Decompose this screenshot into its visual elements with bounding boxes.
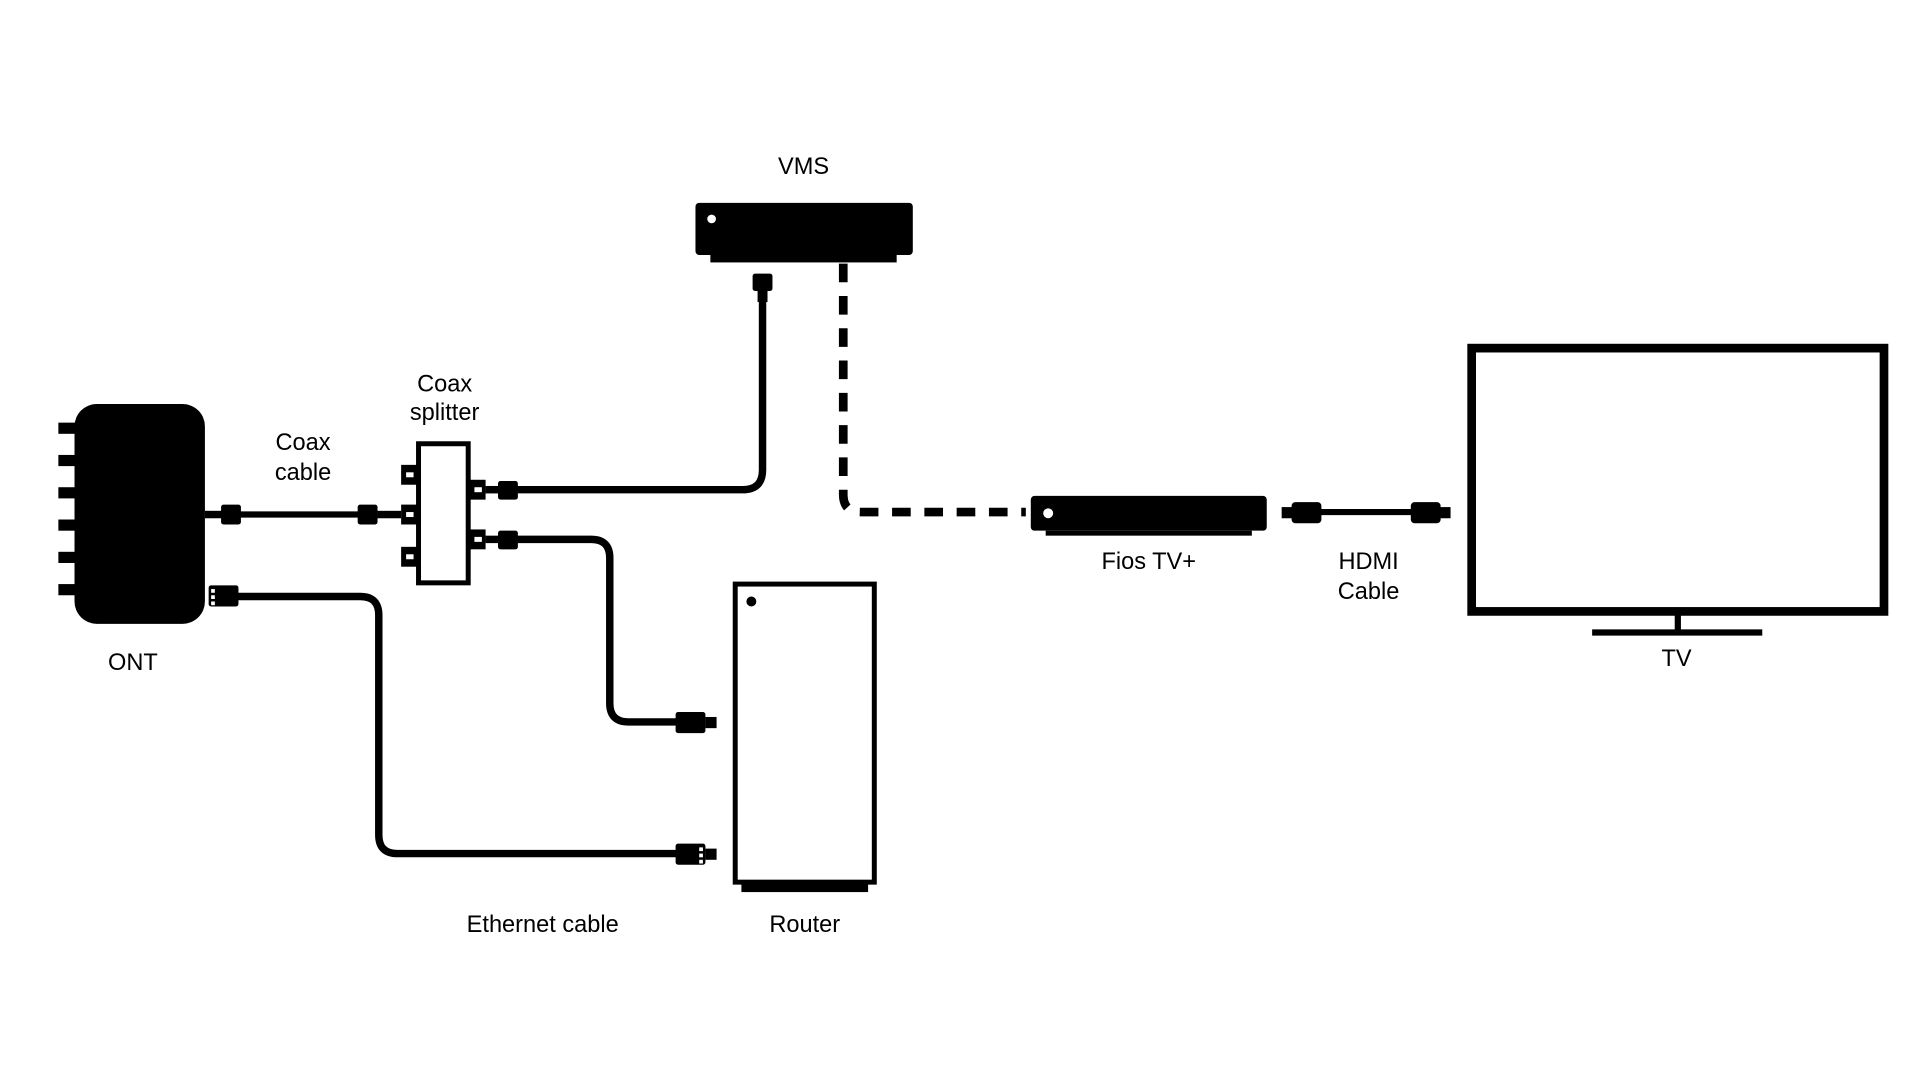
tv-screen bbox=[1467, 343, 1889, 616]
ont-fin bbox=[58, 519, 79, 531]
splitter-port-slot bbox=[406, 472, 414, 478]
hdmi-label-line2: Cable bbox=[1338, 578, 1400, 604]
ont-body bbox=[74, 404, 205, 624]
coax-connector bbox=[357, 504, 378, 525]
router-device bbox=[732, 581, 877, 893]
ethernet-connector bbox=[675, 843, 706, 865]
coax-cable-label-line1: Coax bbox=[276, 429, 331, 455]
coax-connector-pin bbox=[757, 290, 768, 303]
fios-tv-label: Fios TV+ bbox=[1101, 548, 1196, 574]
cable-splitter-vms bbox=[485, 273, 773, 500]
tv-label: TV bbox=[1662, 645, 1692, 671]
hdmi-connector-tip bbox=[1281, 507, 1295, 519]
splitter-body bbox=[416, 441, 471, 586]
dashed-cable-vms-fiostv bbox=[838, 263, 1026, 517]
coax-connector bbox=[221, 504, 241, 525]
ethernet-cable-line bbox=[232, 592, 680, 858]
ethernet-connector-teeth bbox=[211, 589, 215, 593]
vms-device bbox=[695, 202, 913, 263]
hdmi-label-line1: HDMI bbox=[1338, 548, 1398, 574]
ethernet-connector-tip bbox=[705, 848, 717, 860]
router-base bbox=[741, 882, 869, 893]
splitter-port-slot bbox=[406, 554, 414, 560]
ethernet-connector-teeth bbox=[699, 859, 703, 864]
ethernet-connector bbox=[675, 712, 706, 734]
vms-base bbox=[710, 254, 897, 263]
ont-fin bbox=[58, 487, 79, 499]
coax-splitter-label-line2: splitter bbox=[410, 399, 480, 425]
splitter-port-slot bbox=[474, 536, 482, 542]
hdmi-connector bbox=[1410, 502, 1441, 524]
splitter-port-slot bbox=[474, 487, 482, 493]
fios-tv-body bbox=[1030, 495, 1267, 531]
coax-connector-pin bbox=[485, 535, 499, 544]
vms-body bbox=[695, 202, 913, 255]
coax-splitter-label-line1: Coax bbox=[417, 371, 472, 397]
coax-cable-line bbox=[514, 535, 680, 726]
splitter-port-slot bbox=[406, 512, 414, 518]
coax-connector-pin bbox=[204, 510, 223, 519]
coax-cable-ont-splitter bbox=[204, 504, 402, 525]
fios-tv-base bbox=[1045, 530, 1252, 536]
router-label: Router bbox=[769, 911, 840, 937]
coax-connector-pin bbox=[485, 485, 499, 494]
vms-label: VMS bbox=[778, 153, 829, 179]
hdmi-connector-tip bbox=[1438, 507, 1451, 519]
ethernet-cable-label: Ethernet cable bbox=[467, 911, 619, 937]
ethernet-connector bbox=[208, 585, 239, 607]
ont-device bbox=[58, 404, 205, 624]
hdmi-cable bbox=[1281, 502, 1451, 524]
ethernet-cable-ont-router bbox=[208, 585, 717, 865]
cable-splitter-router bbox=[485, 530, 717, 734]
hdmi-connector bbox=[1291, 502, 1322, 524]
ethernet-connector-teeth bbox=[699, 847, 703, 852]
vms-power-light bbox=[707, 214, 716, 224]
fios-tv-device bbox=[1030, 495, 1267, 536]
ont-label: ONT bbox=[108, 649, 158, 675]
coax-connector bbox=[498, 481, 518, 500]
ont-fin bbox=[58, 584, 79, 596]
fios-tv-power-light bbox=[1043, 508, 1054, 519]
ethernet-connector-teeth bbox=[211, 595, 215, 599]
tv-device bbox=[1467, 343, 1889, 636]
ont-fin bbox=[58, 422, 79, 434]
coax-cable-line bbox=[514, 299, 767, 494]
ont-fin bbox=[58, 454, 79, 467]
ont-fin bbox=[58, 551, 79, 563]
ethernet-connector-teeth bbox=[699, 853, 703, 858]
coax-connector bbox=[752, 273, 773, 291]
coax-cable-label-line2: cable bbox=[275, 459, 331, 485]
coax-splitter bbox=[401, 441, 486, 586]
router-body bbox=[732, 581, 877, 885]
ethernet-connector-tip bbox=[705, 716, 717, 729]
coax-connector bbox=[498, 530, 518, 550]
ethernet-connector-teeth bbox=[211, 601, 215, 606]
coax-connector-pin bbox=[377, 510, 402, 519]
router-power-light bbox=[746, 596, 757, 607]
